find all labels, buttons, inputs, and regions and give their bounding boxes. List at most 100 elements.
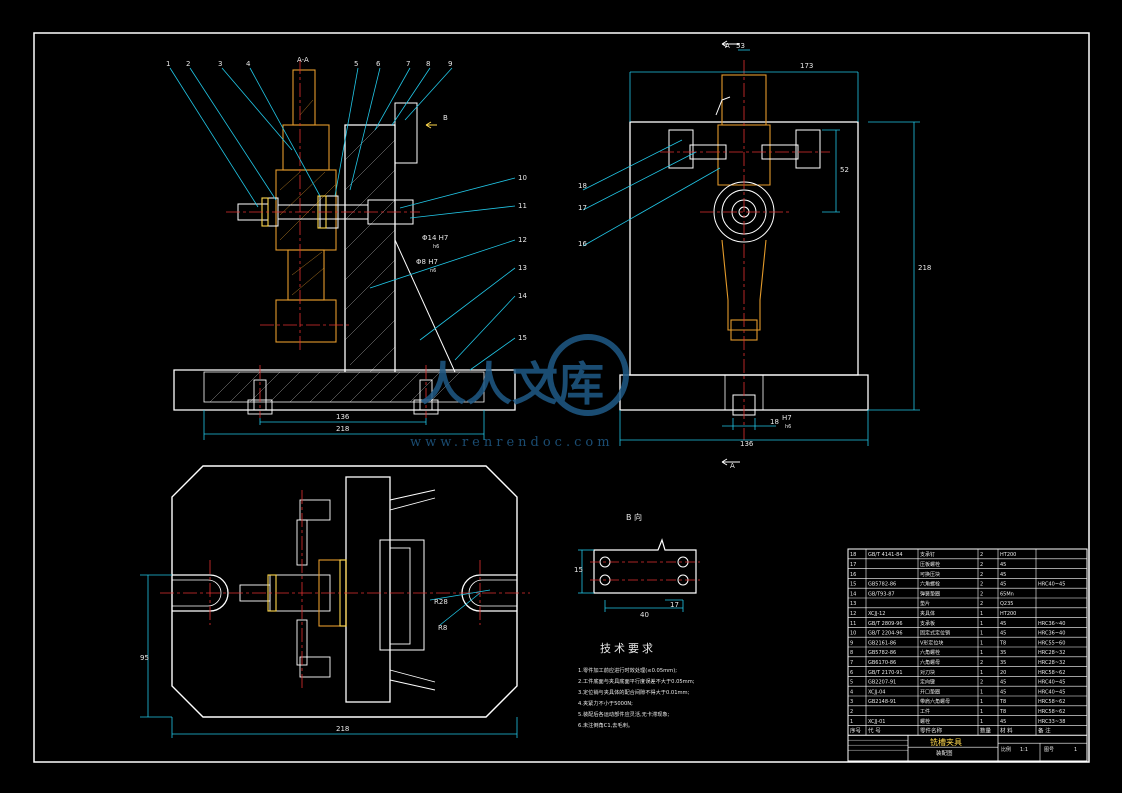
bom-cell: T8 [999,709,1006,715]
bom-cell: 13 [850,601,856,607]
watermark-url: www.renrendoc.com [410,435,614,450]
bom-cell: 2 [980,591,983,597]
callout-17: 17 [578,204,587,212]
bom-cell: 2 [980,572,983,578]
view-b: B 向 15 40 17 [574,512,700,619]
bom-cell: 45 [1000,719,1006,725]
tech-req-item: 4.夹紧力不小于5000N; [578,699,633,707]
dim-front-right: 52 [840,166,849,174]
tech-req-title: 技术要求 [600,642,656,655]
callout-9: 9 [448,60,452,68]
callout-1: 1 [166,60,170,68]
bom-cell: 1 [980,709,983,715]
bom-cell: HT200 [1000,552,1016,558]
side-section-view: 1 2 3 4 5 6 7 8 9 10 11 12 13 14 15 A-A … [166,56,527,440]
callout-13: 13 [518,264,527,272]
bom-header-cell: 数量 [980,727,992,735]
bom-cell: 9 [850,640,853,646]
bom-cell: 2 [980,660,983,666]
callout-15: 15 [518,334,527,342]
bom-cell: GB5782-86 [868,582,896,588]
bom-cell: 8 [850,650,853,656]
bom-cell: 支承钉 [920,551,935,558]
callout-2: 2 [186,60,190,68]
bom-cell: HRC58~62 [1038,699,1065,705]
scale-value: 1:1 [1020,747,1028,753]
dim-front-top: 173 [800,62,813,70]
bom-cell: 1 [980,611,983,617]
front-view: 173 218 52 136 18 H7 h6 53 18 17 16 A A [578,40,931,470]
dim-front-fit: H7 [782,414,792,422]
dim-b-width: 40 [640,611,649,619]
bom-header-cell: 备 注 [1038,727,1051,735]
section-arrow-label-top: A [725,42,730,50]
dim-front-bottom: 136 [740,440,754,448]
bom-cell: Q235 [1000,601,1013,607]
bom-header-cell: 序号 [850,727,862,735]
bom-cell: 弹簧垫圈 [920,590,940,597]
bom-cell: V形定位块 [920,639,943,646]
sheet-number: 1 [1074,747,1077,753]
bom-cell: 45 [1000,631,1006,637]
bom-cell: HRC36~40 [1038,621,1065,627]
section-arrow-label-bottom: A [730,462,735,470]
bom-cell: 5 [850,680,853,686]
bom-cell: HRC58~62 [1038,709,1065,715]
callout-12: 12 [518,236,527,244]
callout-3: 3 [218,60,222,68]
plan-view: 218 95 R28 R8 [140,465,530,738]
bom-cell: 14 [850,591,856,597]
bom-cell: 45 [1000,689,1006,695]
bom-cell: 2 [980,680,983,686]
technical-requirements: 技术要求 1.零件加工前应进行时效处理(≤0.05mm); 2.工件底面与夹具底… [578,642,695,729]
bom-cell: GB/T 2809-96 [868,621,903,627]
bom-cell: 7 [850,660,853,666]
tech-req-item: 3.定位销与夹具体的配合间隙不得大于0.01mm; [578,688,690,696]
bom-cell: 固定式定位销 [920,630,950,637]
bom-cell: 六角螺母 [920,659,940,666]
bom-cell: 2 [980,601,983,607]
bom-cell: T8 [999,699,1006,705]
bom-cell: HT200 [1000,611,1016,617]
tech-req-item: 6.未注倒角C1,去毛刺。 [578,721,633,729]
bom-cell: HRC28~32 [1038,660,1065,666]
dim-front-small: 18 [770,418,779,426]
bom-cell: GB6170-86 [868,660,896,666]
sheet-label: 图号 [1044,747,1054,753]
bom-cell: 1 [980,699,983,705]
bom-cell: 45 [1000,582,1006,588]
dim-b-small: 17 [670,601,679,609]
bom-cell: HRC40~45 [1038,582,1065,588]
bom-cell: 垫片 [920,600,930,607]
bom-header-cell: 零件名称 [920,727,943,735]
bom-cell: 1 [980,689,983,695]
bom-cell: HRC28~32 [1038,650,1065,656]
bom-cell: 1 [980,670,983,676]
bom-cell: HRC40~45 [1038,680,1065,686]
bom-cell: HRC40~45 [1038,689,1065,695]
watermark-main: 人人文库 [420,357,604,411]
dim-b-height: 15 [574,566,583,574]
callout-14: 14 [518,292,527,300]
dim-front-top-small: 53 [736,42,745,50]
bom-cell: 带肩六角螺母 [920,698,950,705]
bom-cell: 对刀块 [920,669,935,676]
bom-cell: XCJJ-01 [868,719,886,725]
bom-cell: 定向键 [920,679,935,686]
bom-cell: GB/T 2204-96 [868,631,903,637]
callout-5: 5 [354,60,358,68]
bom-cell: 开口垫圈 [920,688,940,695]
bom-cell: 11 [850,621,856,627]
bom-cell: 1 [850,719,853,725]
bom-cell: 45 [1000,680,1006,686]
bom-cell: 夹具体 [920,610,935,617]
bom-cell: 45 [1000,621,1006,627]
bom-cell: 工件 [920,708,930,715]
bom-cell: 12 [850,611,856,617]
dim-plan-height: 95 [140,654,149,662]
bom-cell: 3 [850,699,853,705]
fit-1-sub: h6 [433,244,439,250]
